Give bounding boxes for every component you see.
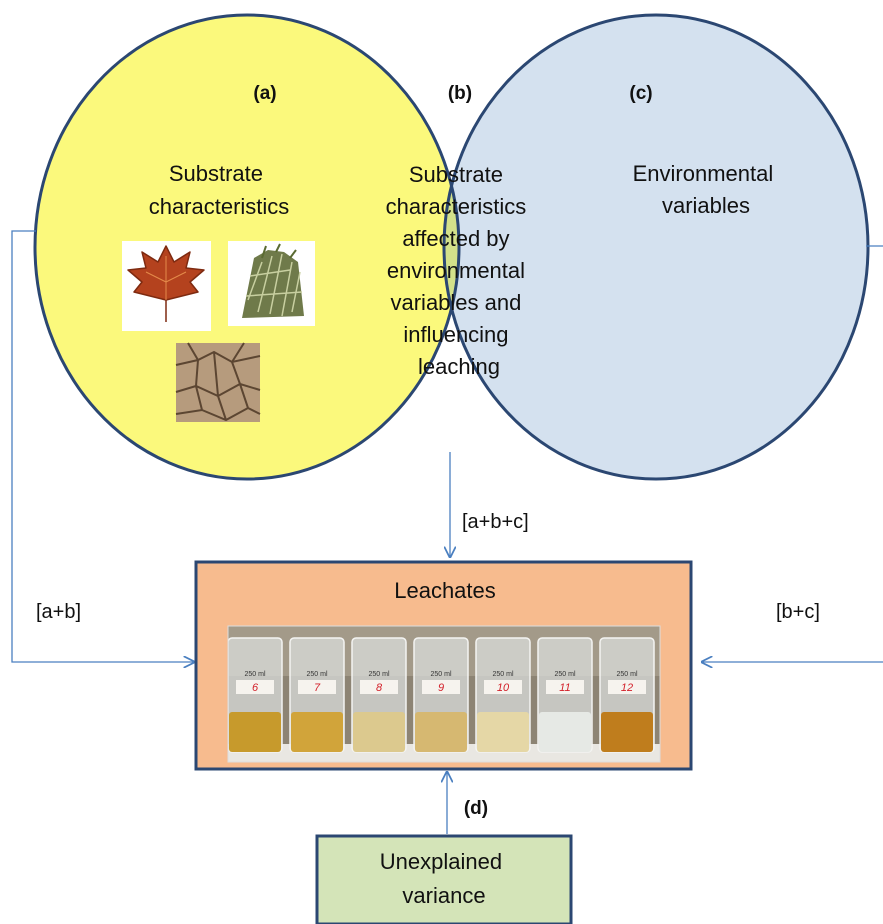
beaker: 250 ml 8 [351, 637, 407, 753]
beaker-volume-label: 250 ml [244, 671, 265, 678]
label-b: (b) [448, 83, 472, 104]
connector-right-b-c [702, 245, 883, 662]
beaker-number-label: 6 [252, 682, 259, 694]
substrate-circle-outline [33, 13, 461, 481]
environmental-variables-text: Environmental variables [633, 161, 780, 218]
substrate-characteristics-text: Substrate characteristics [149, 161, 290, 219]
label-a: (a) [253, 83, 276, 104]
connector-left-a-b [11, 230, 194, 662]
leachates-title: Leachates [394, 578, 496, 603]
arrow-label-a-b: [a+b] [36, 601, 81, 623]
unexplained-variance-text: Unexplained variance [380, 849, 508, 908]
overlap-text: Substrate characteristics affected by en… [386, 162, 533, 379]
beaker: 250 ml 12 [599, 637, 655, 753]
beaker-volume-label: 250 ml [306, 671, 327, 678]
environment-circle-outline [442, 13, 870, 481]
beaker-number-label: 8 [376, 682, 383, 694]
arrow-label-a-b-c: [a+b+c] [462, 511, 529, 533]
unexplained-variance-box [315, 834, 573, 924]
beaker: 250 ml 7 [289, 637, 345, 753]
beaker-volume-label: 250 ml [492, 671, 513, 678]
beaker-number-label: 11 [559, 682, 570, 694]
beaker: 250 ml 11 [537, 637, 593, 753]
beaker-number-label: 10 [497, 682, 510, 694]
arrow-label-b-c: [b+c] [776, 601, 820, 623]
soil-texture-image [175, 342, 261, 422]
beaker-number-label: 12 [621, 682, 633, 694]
leaf-image [122, 241, 211, 331]
beaker: 250 ml 10 [475, 637, 531, 753]
beaker: 250 ml 9 [413, 637, 469, 753]
beaker-number-label: 7 [314, 682, 321, 694]
beaker-volume-label: 250 ml [554, 671, 575, 678]
beaker-volume-label: 250 ml [430, 671, 451, 678]
label-c: (c) [629, 83, 652, 104]
environment-circle [444, 15, 868, 479]
beaker-volume-label: 250 ml [368, 671, 389, 678]
beaker: 250 ml 6 [228, 637, 283, 753]
grass-bundle-image [228, 241, 315, 326]
arrow-label-d: (d) [464, 798, 488, 819]
beaker-volume-label: 250 ml [616, 671, 637, 678]
beaker-number-label: 9 [438, 682, 444, 694]
